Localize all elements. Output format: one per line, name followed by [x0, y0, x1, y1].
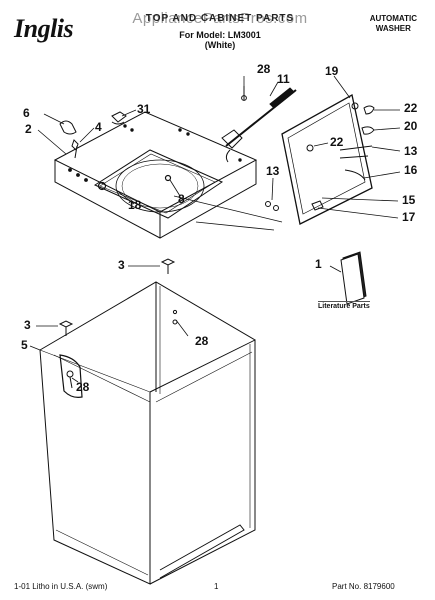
doc-type-line2: WASHER — [375, 24, 411, 33]
callout-18: 18 — [128, 198, 142, 212]
callout-4: 4 — [95, 120, 102, 134]
literature-booklet — [329, 251, 367, 305]
callout-1: 1 — [315, 257, 322, 271]
brand-logo: Inglis — [14, 14, 74, 43]
callout-20: 20 — [404, 119, 418, 133]
callout-2: 2 — [25, 122, 32, 136]
callout-15: 15 — [402, 193, 416, 207]
callout-6: 6 — [23, 106, 30, 120]
callout-3-top: 3 — [118, 258, 125, 272]
literature-parts-label: Literature Parts — [318, 301, 370, 310]
document-type: AUTOMATIC WASHER — [370, 14, 417, 34]
small-parts-upper-left — [59, 111, 127, 159]
callout-22-right: 22 — [404, 101, 418, 115]
lid-fasteners — [265, 200, 324, 211]
footer-litho: 1-01 Litho in U.S.A. (swm) — [14, 582, 108, 591]
callout-28-mid: 28 — [195, 334, 209, 348]
footer-part-number: Part No. 8179600 — [332, 582, 395, 591]
callout-8: 8 — [178, 192, 185, 206]
doc-type-line1: AUTOMATIC — [369, 14, 417, 23]
leader-lines-top — [37, 75, 401, 231]
callout-13-right: 13 — [404, 144, 418, 158]
washer-cabinet — [39, 281, 256, 585]
callout-11: 11 — [277, 72, 290, 86]
callout-5: 5 — [21, 338, 28, 352]
title-block: AppliancePartsPros.com TOP AND CABINET P… — [120, 10, 320, 50]
callout-13-left: 13 — [266, 164, 280, 178]
page-title: TOP AND CABINET PARTS — [145, 13, 295, 24]
callout-19: 19 — [325, 64, 339, 78]
washer-top — [53, 111, 258, 239]
callout-3-left: 3 — [24, 318, 31, 332]
callout-28-top: 28 — [257, 62, 271, 76]
callout-22-inner: 22 — [330, 135, 344, 149]
callout-28-low: 28 — [76, 380, 90, 394]
screws-3 — [29, 258, 189, 383]
footer-page-number: 1 — [214, 582, 219, 591]
model-line: For Model: LM3001 — [179, 30, 261, 40]
watermark: AppliancePartsPros.com — [132, 10, 308, 27]
callout-31: 31 — [137, 102, 151, 116]
callout-17: 17 — [402, 210, 416, 224]
hinge-rod-assembly — [221, 86, 297, 163]
washer-lid — [281, 94, 375, 225]
color-line: (White) — [204, 40, 236, 50]
callout-16: 16 — [404, 163, 418, 177]
